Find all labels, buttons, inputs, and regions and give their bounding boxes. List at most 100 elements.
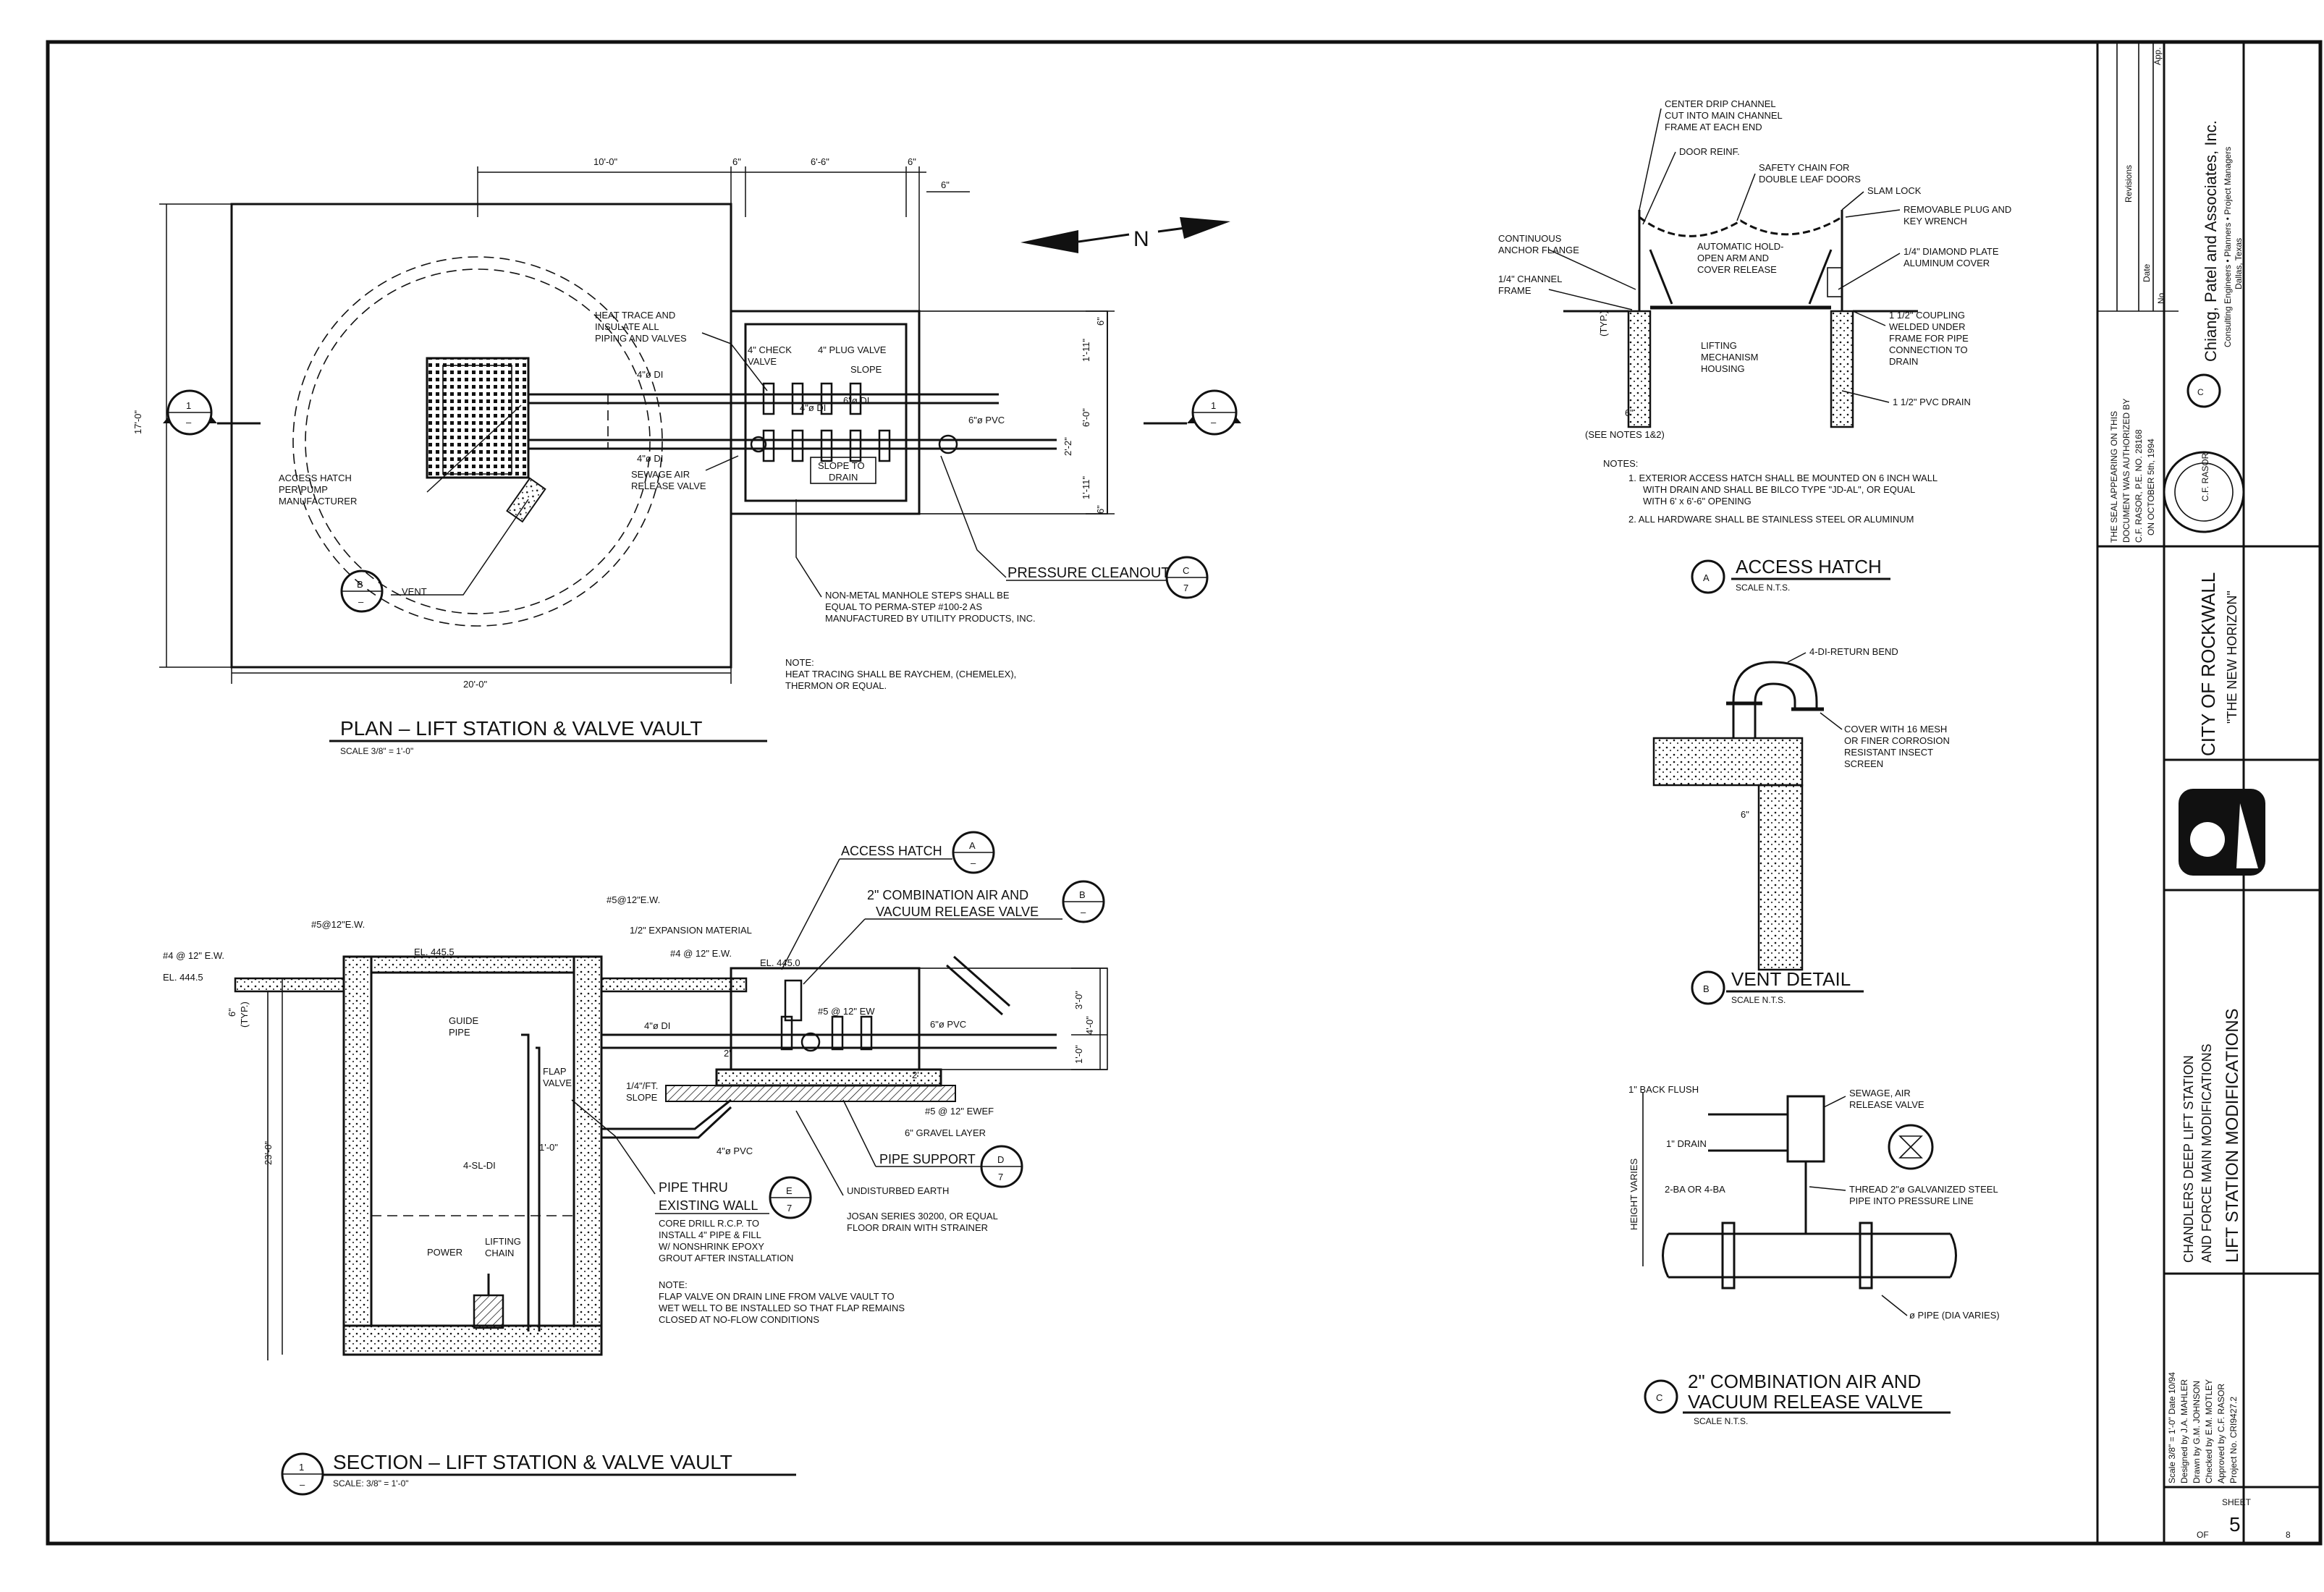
heat-trace-label-1: HEAT TRACE AND (595, 310, 675, 321)
sec-undisturbed: UNDISTURBED EARTH (847, 1185, 949, 1196)
sheet-of: OF (2197, 1530, 2209, 1540)
detail-a-scale: SCALE N.T.S. (1736, 583, 1790, 593)
a-coupling-1: 1 1/2" COUPLING (1889, 310, 1965, 321)
svg-text:E: E (786, 1185, 793, 1196)
sec-core-2: INSTALL 4" PIPE & FILL (659, 1229, 761, 1240)
sec-flap-2: VALVE (543, 1077, 572, 1088)
plan-title: PLAN – LIFT STATION & VALVE VAULT (340, 717, 703, 740)
sec-note-4: CLOSED AT NO-FLOW CONDITIONS (659, 1314, 819, 1325)
sec-dim-2a: 2" (724, 1048, 732, 1059)
c-sewage-2: RELEASE VALVE (1849, 1099, 1924, 1110)
a-see: (SEE NOTES 1&2) (1585, 429, 1665, 440)
info-5: Approved by C.F. RASOR (2216, 1384, 2226, 1483)
svg-text:B: B (357, 579, 363, 590)
sec-josan-1: JOSAN SERIES 30200, OR EQUAL (847, 1211, 998, 1221)
a-typ: (TYP.) (1598, 310, 1609, 336)
dim-top-5: 6" (941, 179, 950, 190)
manhole-label-1: NON-METAL MANHOLE STEPS SHALL BE (825, 590, 1010, 601)
project-line-2: AND FORCE MAIN MODIFICATIONS (2200, 1043, 2214, 1263)
a-safety-2: DOUBLE LEAF DOORS (1759, 174, 1861, 185)
title-block: No. Date Revisions App. C Chiang, Patel … (2096, 42, 2320, 1544)
c-pipe: ø PIPE (DIA VARIES) (1909, 1310, 2000, 1321)
b-d6: 6" (1741, 809, 1749, 820)
a-plug-2: KEY WRENCH (1903, 216, 1967, 226)
detail-c-title-1: 2" COMBINATION AIR AND (1688, 1371, 1921, 1392)
plan-note-1: NOTE: (785, 657, 814, 668)
a-slam: SLAM LOCK (1867, 185, 1922, 196)
dim-r1: 1'-11" (1081, 338, 1091, 362)
detail-combo-valve: 1" BACK FLUSH 1" DRAIN 2-BA OR 4-BA SEWA… (1628, 1084, 2000, 1426)
section-title: SECTION – LIFT STATION & VALVE VAULT (333, 1451, 732, 1473)
svg-text:C: C (2197, 387, 2204, 397)
sheet-label: SHEET (2222, 1497, 2252, 1507)
dim-top-2: 6" (732, 156, 741, 167)
dim-r4: 2'-2" (1062, 437, 1073, 456)
a-plug-1: REMOVABLE PLUG AND (1903, 204, 2011, 215)
a-coupling-4: CONNECTION TO (1889, 344, 1968, 355)
seal-text-1: THE SEAL APPEARING ON THIS (2109, 411, 2119, 543)
sec-el-3: EL. 445.0 (760, 957, 800, 968)
c-sewage-1: SEWAGE, AIR (1849, 1088, 1911, 1098)
rev-revisions: Revisions (2124, 165, 2134, 203)
svg-text:1: 1 (186, 400, 191, 411)
a-channel-2: FRAME (1498, 285, 1531, 296)
section-scale: SCALE: 3/8" = 1'-0" (333, 1478, 409, 1489)
detail-c-letter: C (1656, 1392, 1662, 1403)
a-coupling-5: DRAIN (1889, 356, 1918, 367)
sec-core-3: W/ NONSHRINK EPOXY (659, 1241, 764, 1252)
detail-b-letter: B (1703, 983, 1710, 994)
pressure-cleanout-label: PRESSURE CLEANOUT (1007, 565, 1170, 581)
c-backflush: 1" BACK FLUSH (1628, 1084, 1699, 1095)
b-cover-3: RESISTANT INSECT (1844, 747, 1933, 758)
dim-r2: 6'-0" (1081, 408, 1091, 427)
sec-slope-2: SLOPE (626, 1092, 658, 1103)
sec-marker-d: D 7 (980, 1145, 1023, 1188)
sec-di: 4"ø DI (644, 1020, 670, 1031)
sec-lifting-1: LIFTING (485, 1236, 521, 1247)
a-coupling-2: WELDED UNDER (1889, 321, 1965, 332)
a-diamond-2: ALUMINUM COVER (1903, 258, 1990, 268)
sec-slope-1: 1/4"/FT. (626, 1080, 658, 1091)
a-lifting-1: LIFTING (1701, 340, 1737, 351)
svg-text:C: C (1183, 565, 1189, 576)
plug-valve-label: 4" PLUG VALVE (818, 344, 887, 355)
svg-text:C.F. RASOR: C.F. RASOR (2200, 452, 2210, 501)
sec-el-2: EL. 444.5 (163, 972, 203, 983)
check-valve-label-2: VALVE (748, 356, 777, 367)
slope-drain-label-2: DRAIN (829, 472, 858, 483)
cleanout-marker: C 7 (1165, 556, 1209, 599)
sec-dim-1: 1'-0" (1073, 1045, 1084, 1064)
a-coupling-3: FRAME FOR PIPE (1889, 333, 1969, 344)
a-d6: 6" (1625, 407, 1634, 418)
access-hatch-grate (426, 357, 530, 479)
info-6: Project No. CRI9427.2 (2228, 1397, 2239, 1483)
di-label-2: 4"ø DI (800, 402, 826, 413)
a-anchor-1: CONTINUOUS (1498, 233, 1562, 244)
manhole-label-3: MANUFACTURED BY UTILITY PRODUCTS, INC. (825, 613, 1036, 624)
info-1: Scale 3/8" = 1'-0" Date 10/94 (2167, 1372, 2177, 1483)
detail-vent: 4-DI-RETURN BEND COVER WITH 16 MESH OR F… (1652, 646, 1950, 1005)
sec-dim-2b: 2' (912, 1070, 919, 1080)
sec-flap-1: FLAP (543, 1066, 567, 1077)
sec-lifting-2: CHAIN (485, 1248, 514, 1258)
sec-pvc6: 6"ø PVC (930, 1019, 966, 1030)
plan-scale: SCALE 3/8" = 1'-0" (340, 746, 413, 756)
detail-c-scale: SCALE N.T.S. (1694, 1416, 1748, 1426)
sec-marker-e: E 7 (769, 1176, 812, 1219)
north-label: N (1133, 227, 1149, 251)
sec-sl-di: 4-SL-DI (463, 1160, 496, 1171)
city-logo-icon (2179, 789, 2265, 876)
b-bend: 4-DI-RETURN BEND (1809, 646, 1898, 657)
dim-top-4: 6" (908, 156, 916, 167)
rev-app: App. (2152, 47, 2163, 65)
di-label-3: 4"ø DI (637, 453, 663, 464)
dim-left: 17'-0" (132, 410, 143, 434)
svg-text:1: 1 (299, 1462, 304, 1473)
sec-rebar-6: #5 @ 12" EWEF (925, 1106, 994, 1117)
dim-bottom: 20'-0" (463, 679, 488, 690)
a-lifting-2: MECHANISM (1701, 352, 1758, 363)
a-drip-3: FRAME AT EACH END (1665, 122, 1762, 132)
sec-note-3: WET WELL TO BE INSTALLED SO THAT FLAP RE… (659, 1303, 905, 1313)
c-thread-2: PIPE INTO PRESSURE LINE (1849, 1195, 1974, 1206)
